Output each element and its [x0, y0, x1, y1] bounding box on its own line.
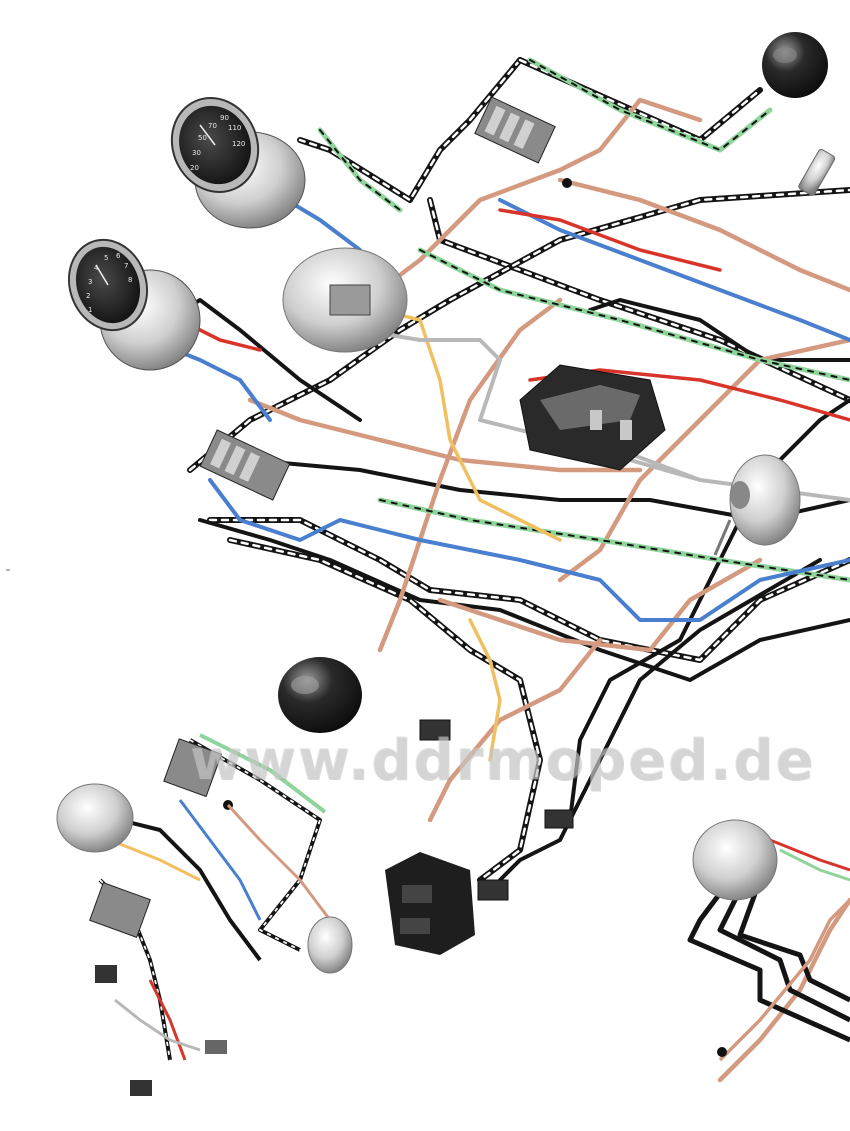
- wire-red-2: [498, 208, 722, 272]
- terminal-block-left: [199, 429, 291, 501]
- tachometer-tick-label: 7: [124, 262, 128, 270]
- tachometer-tick-label: 8: [128, 276, 132, 284]
- secondary-harness: [56, 733, 353, 1096]
- horn: [713, 454, 801, 556]
- handlebar-switch: [385, 852, 475, 955]
- small-terminal-block-top: [163, 738, 222, 798]
- wire-brown-3: [437, 557, 763, 653]
- wire-black-5: [498, 558, 822, 882]
- tachometer-tick-label: 1: [88, 306, 92, 314]
- speedometer-needle: [199, 124, 216, 146]
- speedometer-tick-label: 20: [190, 164, 199, 172]
- wire-black-white-6: [227, 537, 543, 883]
- horn-dome: [278, 657, 362, 733]
- headlight-socket: [329, 284, 371, 316]
- wire-brown-1: [377, 97, 703, 293]
- tachometer-tick-label: 6: [116, 252, 121, 260]
- speedometer-tick-label: 90: [220, 114, 229, 122]
- tertiary-harness: [687, 819, 850, 1062]
- wire-brown-8: [717, 897, 850, 1083]
- plug-connector: [419, 719, 574, 901]
- wire-blue-1: [208, 478, 850, 622]
- speedometer-tick-label: 50: [198, 134, 207, 142]
- speedometer-tick-label: 30: [192, 149, 201, 157]
- headlight-reflector: [282, 247, 408, 353]
- wire-black-4: [568, 398, 850, 822]
- small-terminal-block: [89, 882, 151, 938]
- wire-brown-6: [557, 337, 850, 583]
- wire-yellow-2: [468, 618, 502, 762]
- wire-black-3: [588, 298, 850, 362]
- generator: [692, 819, 778, 901]
- wire-black-1: [198, 518, 850, 682]
- wire-brown-7: [247, 397, 643, 473]
- junction-dot: [562, 178, 572, 188]
- wire-yellow-1: [378, 308, 562, 542]
- speedometer-tick-label: 110: [228, 124, 241, 132]
- speedometer: 20 30 50 70 90 110 120: [170, 97, 306, 229]
- speedometer-tick-label: 70: [208, 122, 217, 130]
- junction-dot: [717, 1047, 727, 1057]
- voltage-regulator: [519, 364, 666, 471]
- wire-blue-4: [498, 198, 850, 342]
- wire-brown-2: [557, 177, 850, 293]
- tachometer-needle: [95, 264, 109, 286]
- tachometer: 1 2 3 4 5 6 7 8: [67, 238, 201, 371]
- sensor-switch: [798, 149, 836, 196]
- tachometer-tick-label: 3: [88, 278, 92, 286]
- tachometer-tick-label: 5: [104, 254, 108, 262]
- small-reflector: [56, 783, 134, 853]
- speedometer-tick-label: 120: [232, 140, 245, 148]
- tail-lamp: [762, 32, 828, 98]
- tachometer-tick-label: 2: [86, 292, 90, 300]
- wire-brown-5: [377, 297, 563, 653]
- small-horn: [307, 916, 353, 974]
- tachometer-tick-label: 4: [94, 264, 99, 272]
- terminal-block-top: [474, 96, 556, 164]
- wire-brown-4: [427, 637, 603, 823]
